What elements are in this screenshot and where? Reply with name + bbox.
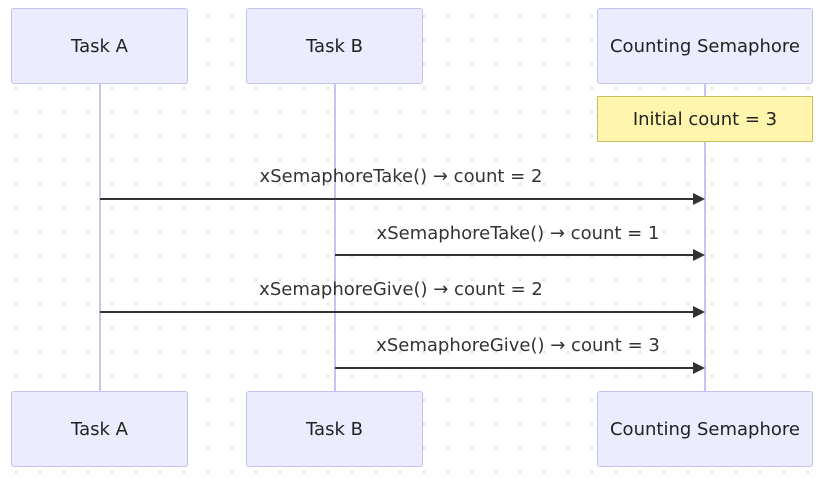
actor-label: Task A — [71, 418, 128, 440]
actor-bottom-counting-semaphore: Counting Semaphore — [597, 391, 813, 467]
actor-top-task-a: Task A — [11, 8, 188, 84]
actor-label: Task B — [306, 35, 363, 57]
lifeline-counting-semaphore — [704, 84, 706, 392]
message-label-4: xSemaphoreGive() → count = 3 — [376, 335, 660, 356]
actor-label: Counting Semaphore — [609, 35, 800, 57]
actor-bottom-task-a: Task A — [11, 391, 188, 467]
message-arrow-3 — [100, 311, 693, 313]
lifeline-task-a — [99, 84, 101, 392]
actor-label: Task A — [71, 35, 128, 57]
message-arrow-1 — [100, 198, 693, 200]
arrowhead-3 — [693, 306, 705, 318]
message-label-2: xSemaphoreTake() → count = 1 — [376, 223, 660, 244]
message-label-1: xSemaphoreTake() → count = 2 — [259, 166, 543, 187]
actor-label: Counting Semaphore — [609, 418, 800, 440]
actor-bottom-task-b: Task B — [246, 391, 423, 467]
actor-top-counting-semaphore: Counting Semaphore — [597, 8, 813, 84]
message-arrow-2 — [335, 254, 693, 256]
arrowhead-2 — [693, 249, 705, 261]
note-initial-count: Initial count = 3 — [597, 96, 813, 142]
message-label-3: xSemaphoreGive() → count = 2 — [259, 279, 543, 300]
lifeline-task-b — [334, 84, 336, 392]
note-text: Initial count = 3 — [632, 108, 778, 130]
message-arrow-4 — [335, 367, 693, 369]
arrowhead-1 — [693, 193, 705, 205]
actor-top-task-b: Task B — [246, 8, 423, 84]
actor-label: Task B — [306, 418, 363, 440]
arrowhead-4 — [693, 362, 705, 374]
